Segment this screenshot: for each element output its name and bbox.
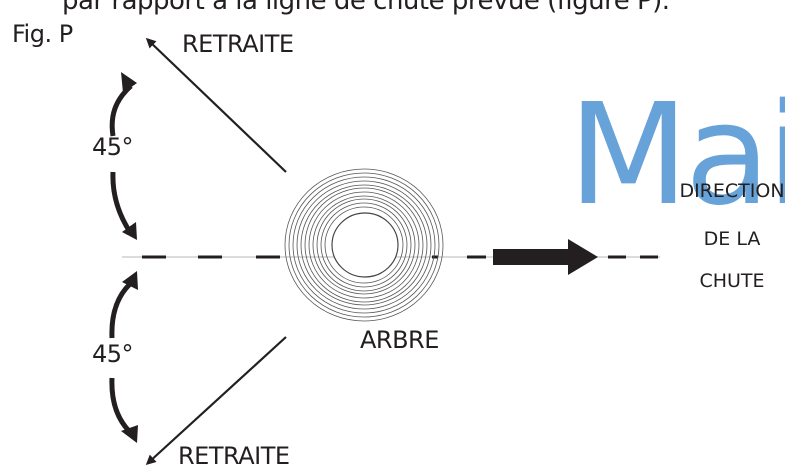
- tree-stump-core: [331, 212, 399, 278]
- fall-direction-arrow: [493, 239, 598, 275]
- direction-label-line-3: CHUTE: [699, 270, 765, 292]
- figure-label: Fig. P: [12, 20, 73, 48]
- angle-arc-top: [109, 72, 137, 240]
- angle-arc-bottom: [109, 271, 138, 443]
- angle-label-top: 45°: [92, 133, 134, 161]
- header-partial-text: par rapport à la ligne de chute prévue (…: [62, 0, 670, 16]
- retreat-arrow-bottom: [145, 336, 287, 466]
- retreat-label-top: RETRAITE: [182, 30, 294, 58]
- angle-label-bottom: 45°: [92, 340, 134, 368]
- watermark-text: Mai: [568, 74, 785, 237]
- retreat-label-bottom: RETRAITE: [178, 442, 290, 470]
- direction-label-line-2: DE LA: [703, 228, 761, 250]
- direction-label-line-1: DIRECTION: [679, 180, 785, 202]
- tree-label: ARBRE: [360, 326, 439, 354]
- tree-stump-icon: [284, 168, 444, 322]
- retreat-arrow-top: [145, 37, 287, 173]
